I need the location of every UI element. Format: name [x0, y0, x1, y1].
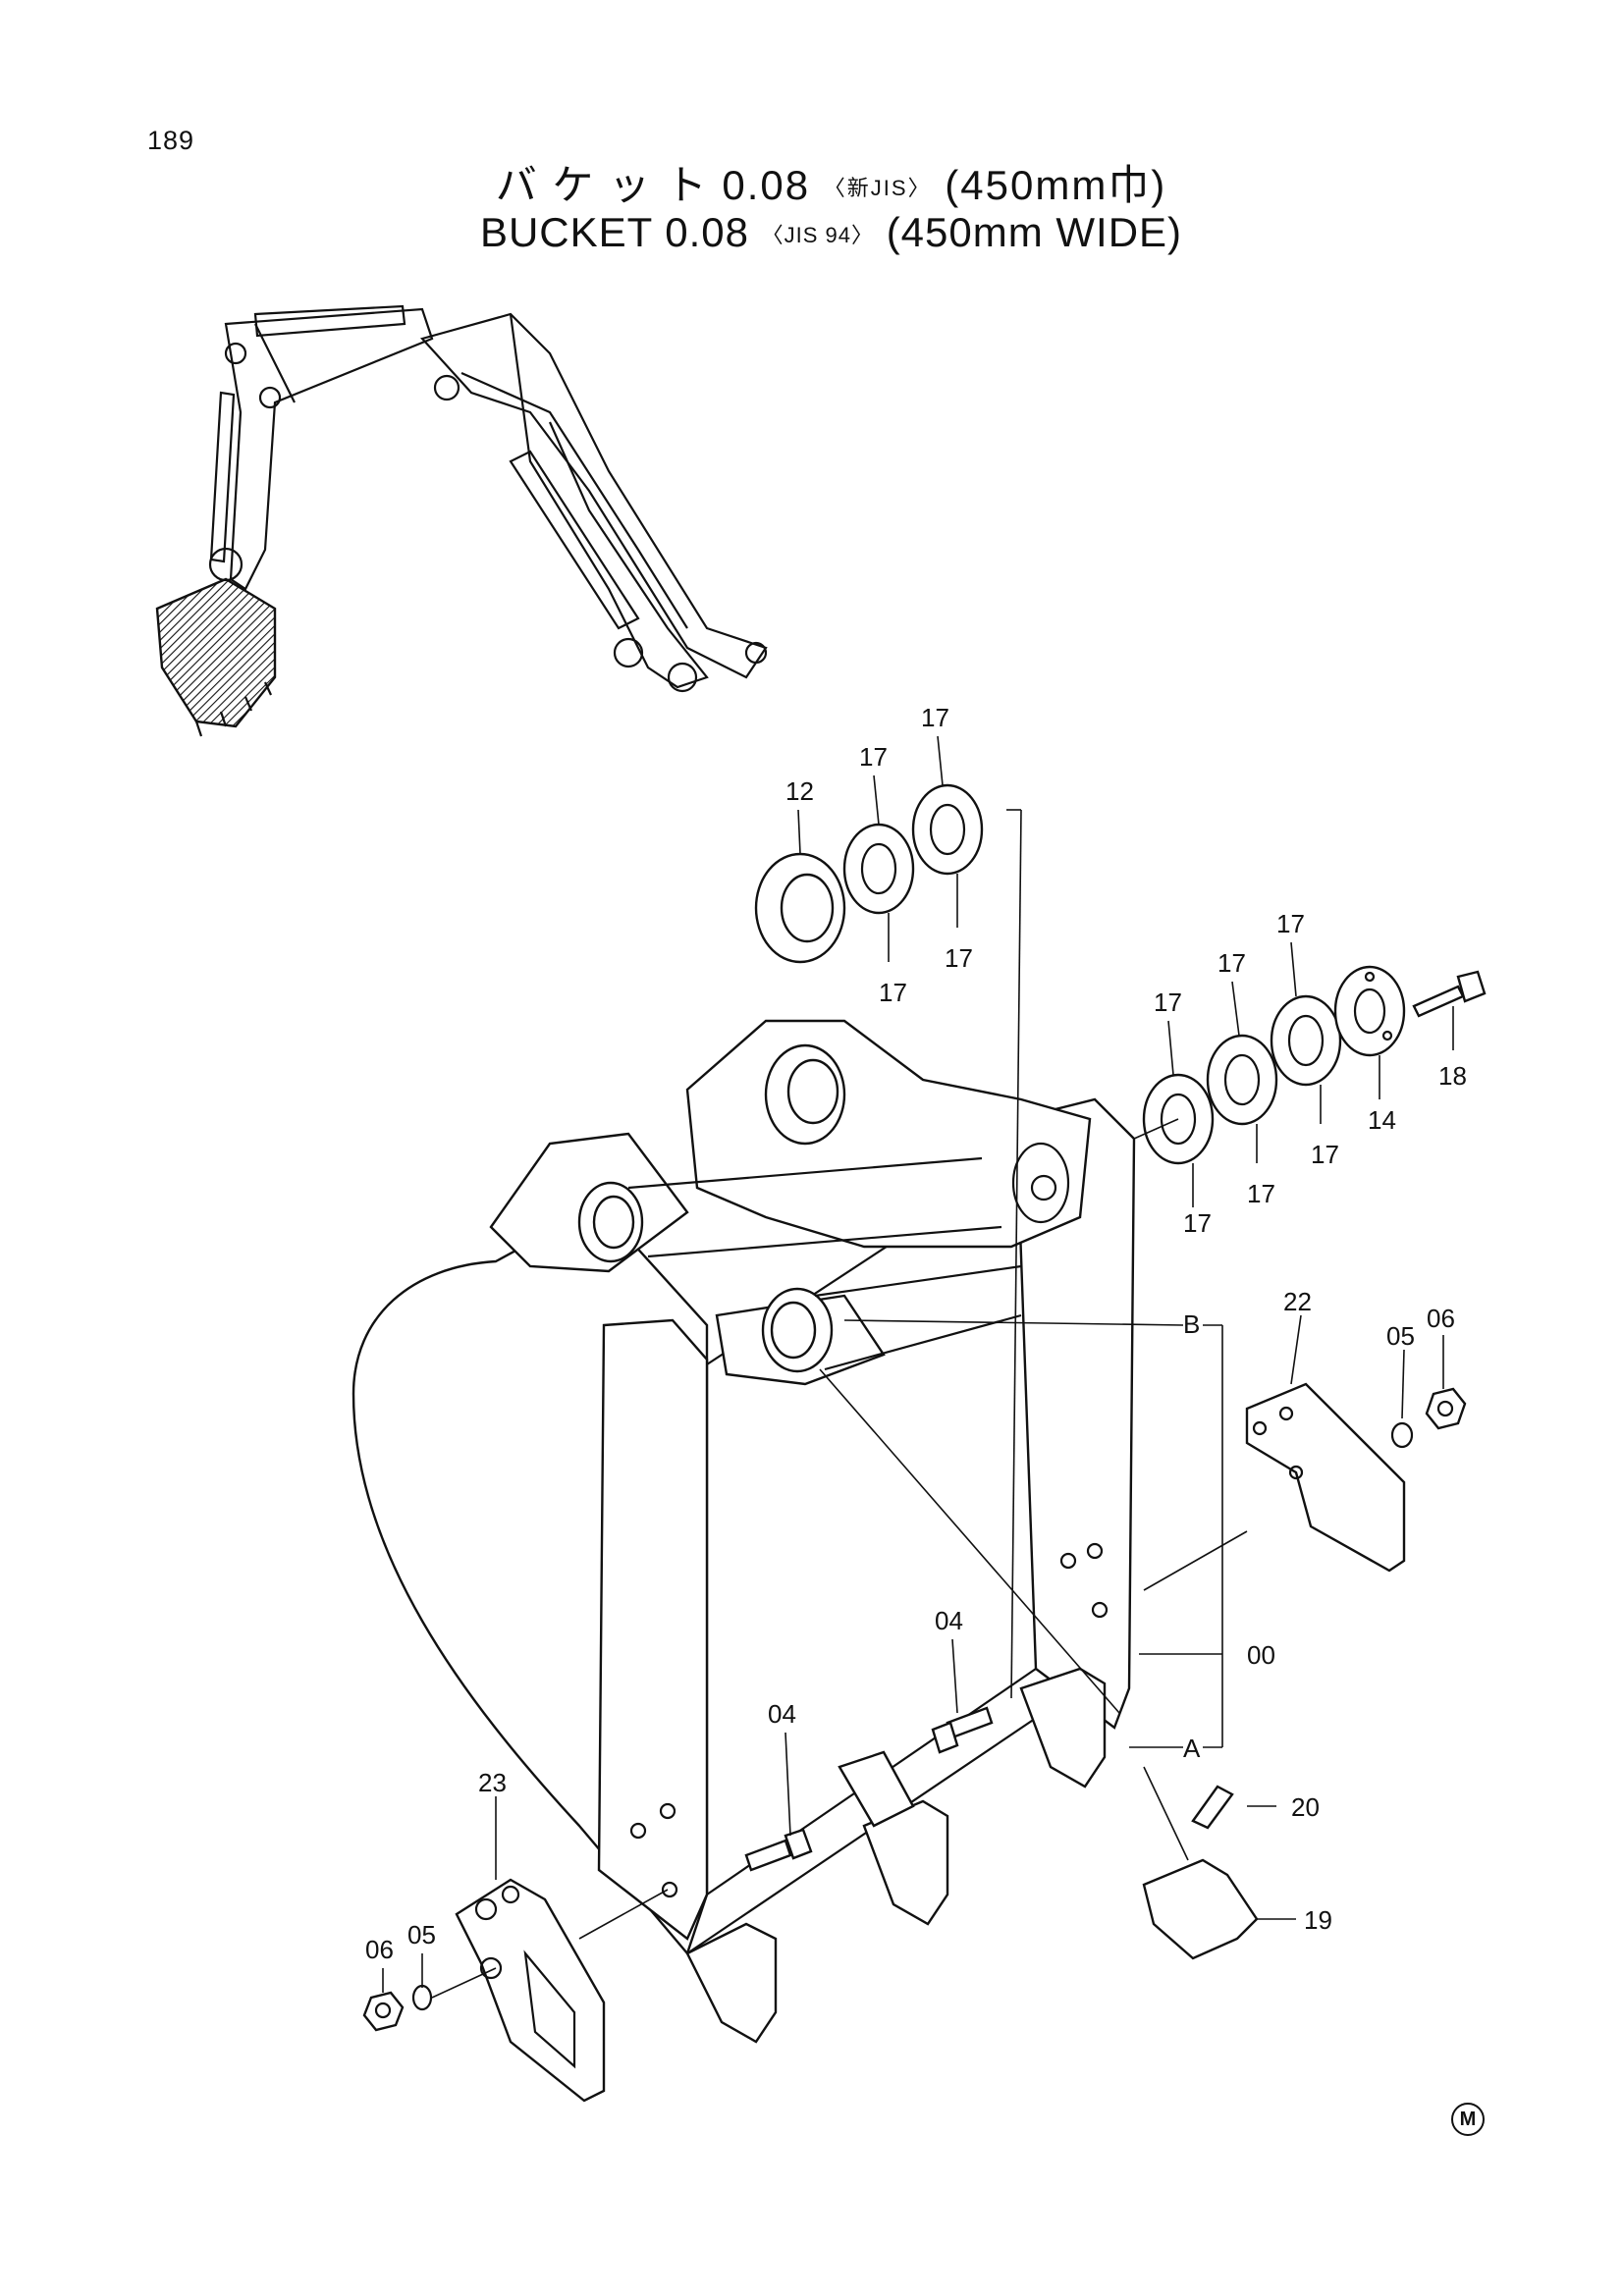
- callout-05: 05: [407, 1920, 436, 1949]
- bucket-body: [352, 1019, 1136, 1956]
- title-jp-standard: 〈新JIS〉: [823, 176, 932, 200]
- callout-06: 06: [365, 1935, 394, 1964]
- title-english: BUCKET 0.08 〈JIS 94〉 (450mm WIDE): [0, 209, 1623, 256]
- callout-04: 04: [768, 1699, 796, 1729]
- corner-m-mark: M: [1451, 2103, 1485, 2136]
- callout-23: 23: [478, 1768, 507, 1797]
- title-en-standard: 〈JIS 94〉: [761, 223, 875, 247]
- page-number: 189: [147, 126, 195, 155]
- callout-17: 17: [1154, 988, 1182, 1017]
- callout-17: 17: [859, 742, 888, 772]
- title-japanese: バ ケ ッ ト 0.08 〈新JIS〉 (450mm巾): [0, 152, 1623, 212]
- title-en-main: BUCKET 0.08: [479, 209, 749, 255]
- callout-A: A: [1183, 1734, 1201, 1763]
- callout-06: 06: [1427, 1304, 1455, 1333]
- callout-12: 12: [785, 776, 814, 806]
- title-jp-width: (450mm巾): [945, 162, 1167, 208]
- callout-20: 20: [1291, 1792, 1320, 1822]
- leader-lines: [382, 735, 1454, 1999]
- callout-17: 17: [921, 703, 949, 732]
- callout-00: 00: [1247, 1640, 1275, 1670]
- title-en-width: (450mm WIDE): [886, 209, 1183, 255]
- callout-04: 04: [935, 1606, 963, 1635]
- bucket-teeth: [685, 1667, 1107, 2044]
- exploded-parts: [362, 783, 1487, 2103]
- callout-17: 17: [1276, 909, 1305, 938]
- callout-17: 17: [1217, 948, 1246, 978]
- callout-17: 17: [1183, 1208, 1212, 1238]
- callout-17: 17: [1311, 1140, 1339, 1169]
- callout-17: 17: [879, 978, 907, 1007]
- excavator-locator-illustration: [155, 304, 768, 737]
- callout-14: 14: [1368, 1105, 1396, 1135]
- callout-22: 22: [1283, 1287, 1312, 1316]
- title-jp-main: バ ケ ッ ト 0.08: [495, 162, 811, 208]
- callout-17: 17: [945, 943, 973, 973]
- callout-B: B: [1183, 1309, 1200, 1339]
- callout-labels: 12 17 17 17 17 17 17 17 17 17 17 17 18 1…: [365, 703, 1467, 1964]
- callout-19: 19: [1304, 1905, 1332, 1935]
- callout-18: 18: [1438, 1061, 1467, 1091]
- callout-05: 05: [1386, 1321, 1415, 1351]
- callout-17: 17: [1247, 1179, 1275, 1208]
